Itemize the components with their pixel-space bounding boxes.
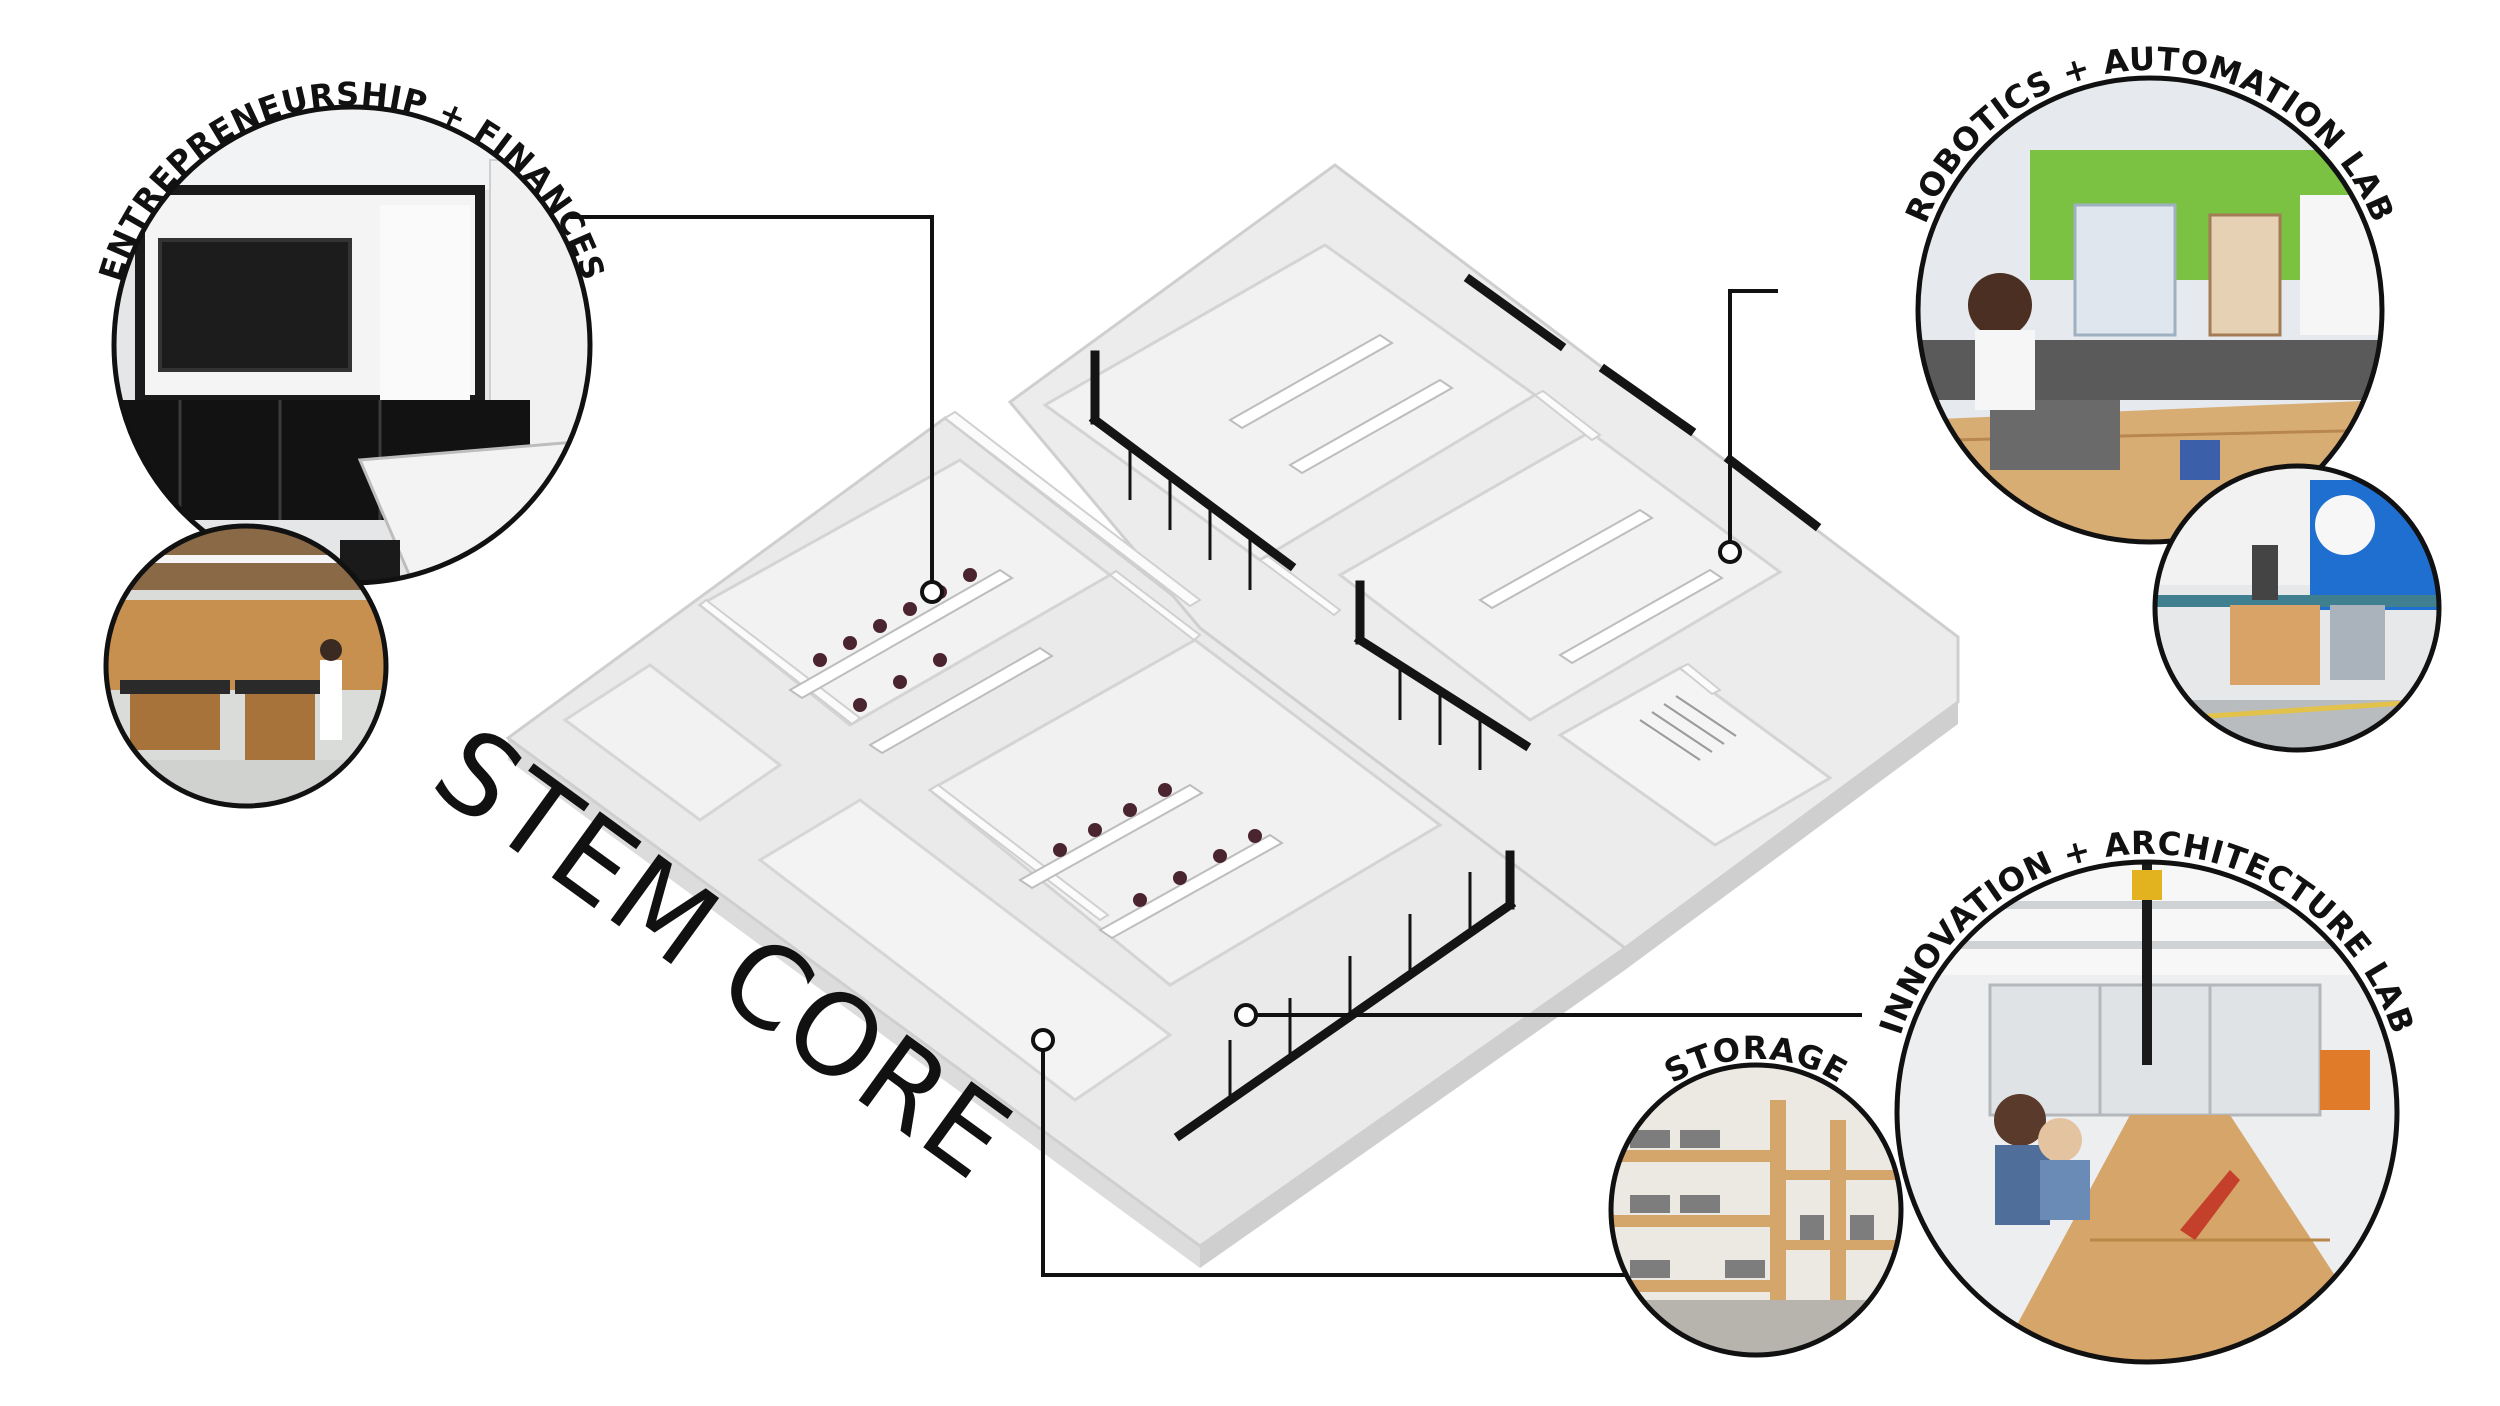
wall-monitor bbox=[158, 238, 352, 372]
room-innovation-lab bbox=[927, 638, 1443, 987]
room-storage-corridor bbox=[757, 798, 1173, 1102]
connector-entrepreneurship bbox=[570, 215, 934, 592]
photo-storage bbox=[1611, 1065, 1901, 1355]
connector-lines bbox=[570, 215, 1862, 1277]
endpoint-innovation bbox=[1234, 1003, 1258, 1027]
endpoint-storage bbox=[1031, 1028, 1055, 1052]
endpoint-robotics bbox=[1718, 540, 1742, 564]
room-small-left bbox=[562, 663, 783, 822]
connector-robotics bbox=[1728, 289, 1778, 552]
connector-endpoints bbox=[920, 540, 1742, 1052]
floor-plan bbox=[505, 163, 1960, 1268]
endpoint-entrepreneurship bbox=[920, 580, 944, 604]
room-robotics-lab bbox=[1337, 430, 1783, 722]
photo-innovation bbox=[1897, 862, 2397, 1362]
photo-entrepreneurship bbox=[114, 107, 590, 583]
connector-storage bbox=[1041, 1040, 1625, 1277]
